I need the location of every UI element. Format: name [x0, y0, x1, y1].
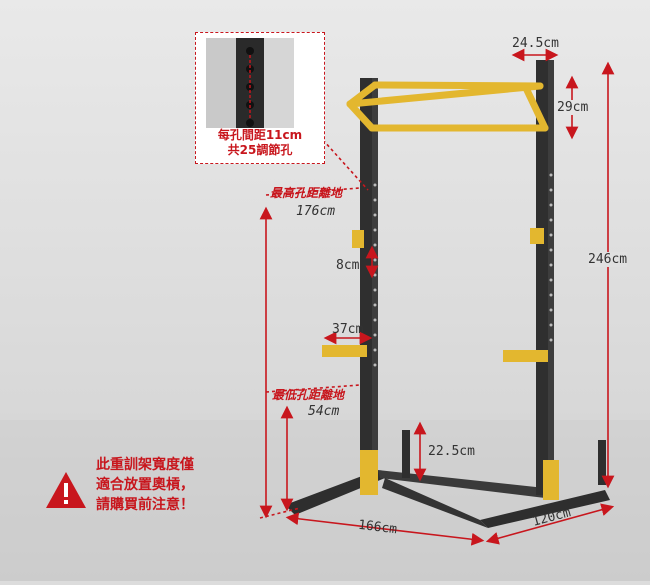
warning-line-3: 請購買前注意！ [96, 497, 194, 513]
hole-count-text: 共25調節孔 [227, 143, 293, 157]
warning-line-1: 此重訓架寬度僅 [96, 457, 194, 473]
warning-text: 此重訓架寬度僅 適合放置奧槓， 請購買前注意！ [96, 455, 194, 515]
warning-icon [46, 472, 86, 508]
lowest-hole-title: 最低孔距離地 [272, 388, 345, 402]
lowest-hole-value: 54cm [308, 404, 340, 419]
upright-closeup [206, 38, 294, 128]
hole-spacing-label: 8cm [336, 258, 360, 273]
top-height-label: 29cm [557, 100, 589, 115]
total-height-label: 246cm [588, 252, 628, 267]
highest-hole-value: 176cm [296, 204, 336, 219]
highest-hole-title: 最高孔距離地 [270, 186, 343, 200]
top-width-label: 24.5cm [512, 36, 559, 51]
warning-line-2: 適合放置奧槓， [96, 477, 194, 493]
dimension-lines [259, 48, 615, 546]
hole-info-caption: 每孔間距11cm 共25調節孔 [205, 128, 315, 158]
hole-spacing-text: 每孔間距11cm [217, 128, 303, 142]
hook-depth-label: 37cm [332, 322, 364, 337]
post-height-label: 22.5cm [428, 444, 475, 459]
width-warning: 此重訓架寬度僅 適合放置奧槓， 請購買前注意！ [44, 455, 244, 525]
